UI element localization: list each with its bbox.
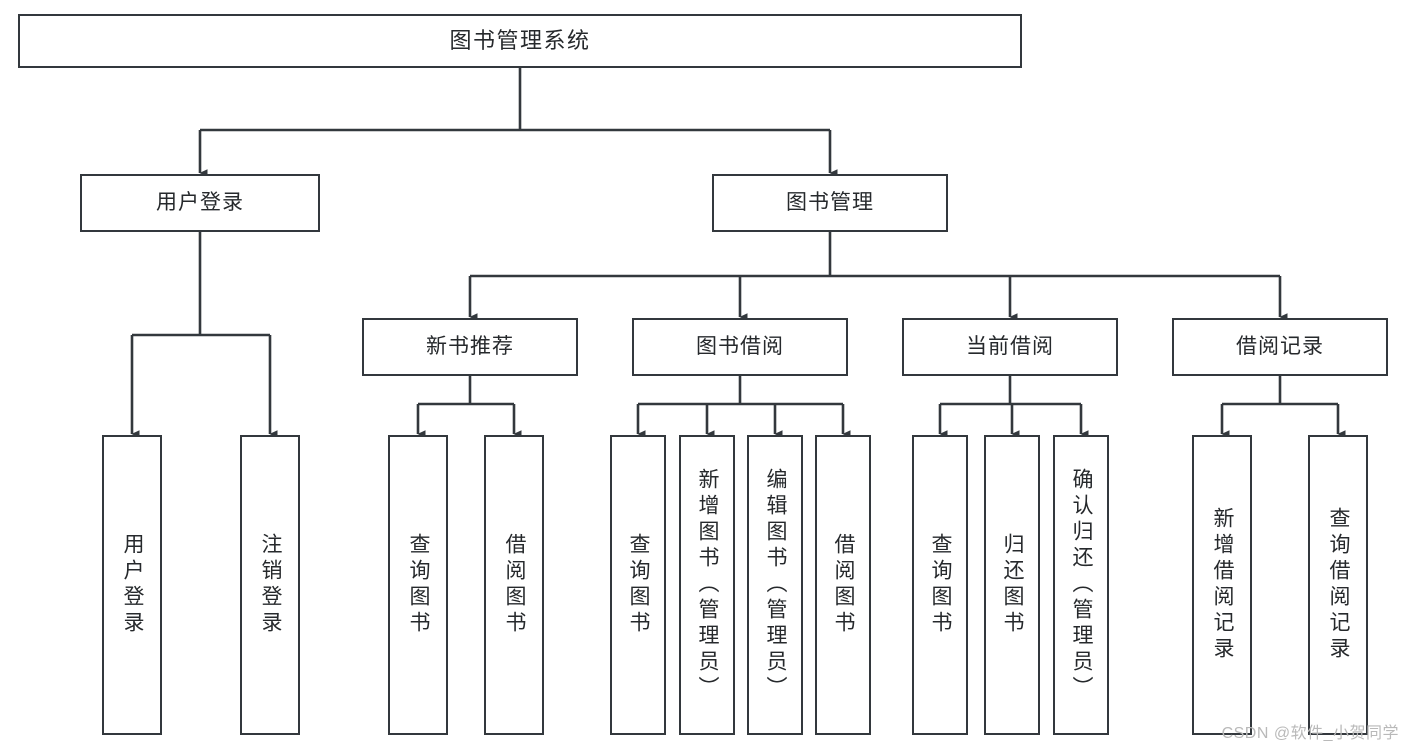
node-label: 新增借阅记录 [1211, 507, 1235, 663]
node-label: 查询借阅记录 [1327, 507, 1351, 663]
node-leaf_bor_borrow[interactable]: 借阅图书 [815, 435, 871, 735]
node-leaf_bor_edit[interactable]: 编辑图书（管理员） [747, 435, 803, 735]
node-leaf_cur_query[interactable]: 查询图书 [912, 435, 968, 735]
node-label: 借阅图书 [832, 533, 856, 637]
node-leaf_cur_return[interactable]: 归还图书 [984, 435, 1040, 735]
node-new_book_rec[interactable]: 新书推荐 [362, 318, 578, 376]
node-label: 确认归还（管理员） [1070, 468, 1094, 702]
node-label: 查询图书 [627, 533, 651, 637]
node-label: 归还图书 [1001, 533, 1025, 637]
node-label: 图书借阅 [696, 335, 784, 359]
node-leaf_rec_query[interactable]: 查询图书 [388, 435, 448, 735]
node-label: 借阅记录 [1236, 335, 1324, 359]
node-label: 注销登录 [259, 533, 283, 637]
node-book_manage[interactable]: 图书管理 [712, 174, 948, 232]
node-borrow_record[interactable]: 借阅记录 [1172, 318, 1388, 376]
node-leaf_user_logout[interactable]: 注销登录 [240, 435, 300, 735]
node-label: 查询图书 [929, 533, 953, 637]
node-label: 用户登录 [156, 191, 244, 215]
node-label: 查询图书 [407, 533, 431, 637]
node-label: 编辑图书（管理员） [764, 468, 788, 702]
watermark-credit: CSDN @软件_小贺同学 [1221, 725, 1399, 742]
node-label: 借阅图书 [503, 533, 527, 637]
node-label: 当前借阅 [966, 335, 1054, 359]
node-label: 新书推荐 [426, 335, 514, 359]
node-root[interactable]: 图书管理系统 [18, 14, 1022, 68]
node-label: 新增图书（管理员） [696, 468, 720, 702]
node-label: 图书管理系统 [449, 27, 591, 53]
node-label: 用户登录 [121, 533, 145, 637]
node-label: 图书管理 [786, 191, 874, 215]
node-leaf_user_login[interactable]: 用户登录 [102, 435, 162, 735]
node-leaf_bor_query[interactable]: 查询图书 [610, 435, 666, 735]
node-user_login[interactable]: 用户登录 [80, 174, 320, 232]
node-leaf_rec_borrow[interactable]: 借阅图书 [484, 435, 544, 735]
node-current_borrow[interactable]: 当前借阅 [902, 318, 1118, 376]
node-leaf_rec_search[interactable]: 查询借阅记录 [1308, 435, 1368, 735]
node-leaf_cur_confirm[interactable]: 确认归还（管理员） [1053, 435, 1109, 735]
node-book_borrow[interactable]: 图书借阅 [632, 318, 848, 376]
node-leaf_bor_add[interactable]: 新增图书（管理员） [679, 435, 735, 735]
node-leaf_rec_add[interactable]: 新增借阅记录 [1192, 435, 1252, 735]
